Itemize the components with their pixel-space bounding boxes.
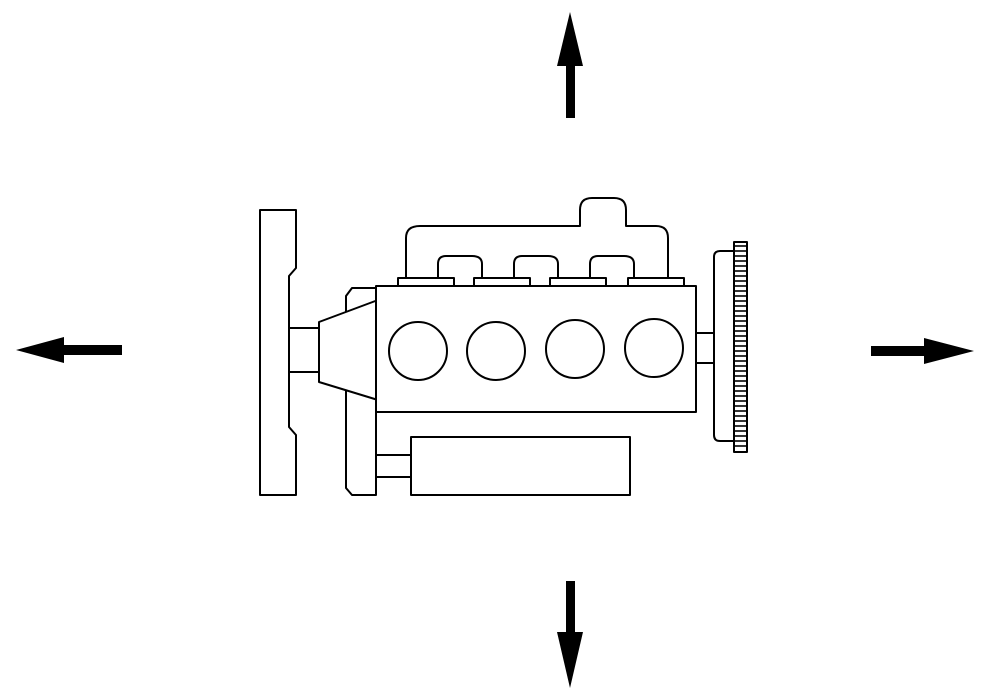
bellhousing-cone (318, 299, 379, 401)
cylinders (388, 318, 684, 381)
arrow-up (557, 12, 583, 118)
pulley (713, 250, 735, 442)
cylinder-2 (466, 321, 526, 381)
sump-connector (375, 454, 412, 478)
flywheel-plate (259, 209, 297, 496)
arrow-left (16, 337, 122, 363)
crank-hub (288, 327, 320, 373)
cylinder-3 (545, 319, 605, 379)
gear-teeth (734, 245, 747, 447)
toothed-gear (733, 241, 748, 453)
cylinder-4 (624, 318, 684, 378)
oil-pan (410, 436, 631, 496)
cylinder-1 (388, 321, 448, 381)
intake-manifold (405, 197, 669, 278)
direction-arrows (16, 12, 974, 688)
intake-runners (437, 255, 635, 278)
arrow-right (871, 338, 974, 364)
arrow-down (557, 581, 583, 688)
